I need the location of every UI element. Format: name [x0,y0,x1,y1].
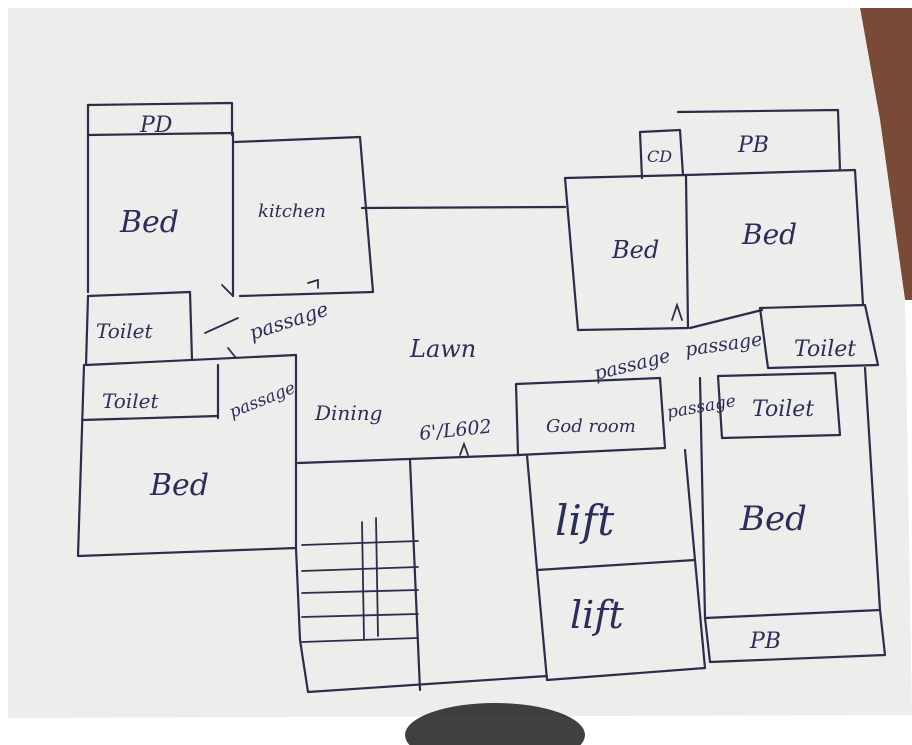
label-god-room: God room [546,416,636,437]
center-walls [294,205,567,694]
hand-shadow [405,703,585,745]
label-bed-top-left: Bed [119,205,179,240]
label-bed-top-right: Bed [741,218,797,251]
label-cd: CD [647,147,672,166]
label-toilet-right-upper: Toilet [794,337,856,362]
left-wing-walls [76,101,375,558]
label-pb-bottom-right: PB [749,629,781,654]
label-bed-bottom-left: Bed [149,468,209,503]
label-bed-bottom-right: Bed [739,499,807,539]
label-lift-lower: lift [570,593,624,637]
right-wing-walls [514,108,887,682]
label-kitchen: kitchen [258,201,326,222]
label-toilet-left-upper: Toilet [96,319,153,343]
label-toilet-left-lower: Toilet [102,389,159,413]
label-toilet-right-lower: Toilet [752,397,814,422]
label-pb-top-right: PB [737,133,769,158]
label-lift-upper: lift [555,496,614,545]
label-pd-top-left: PD [139,113,173,138]
label-lawn: Lawn [409,335,476,363]
label-bed-mid: Bed [611,236,659,264]
label-dining: Dining [314,401,382,425]
table-surface [860,8,912,300]
